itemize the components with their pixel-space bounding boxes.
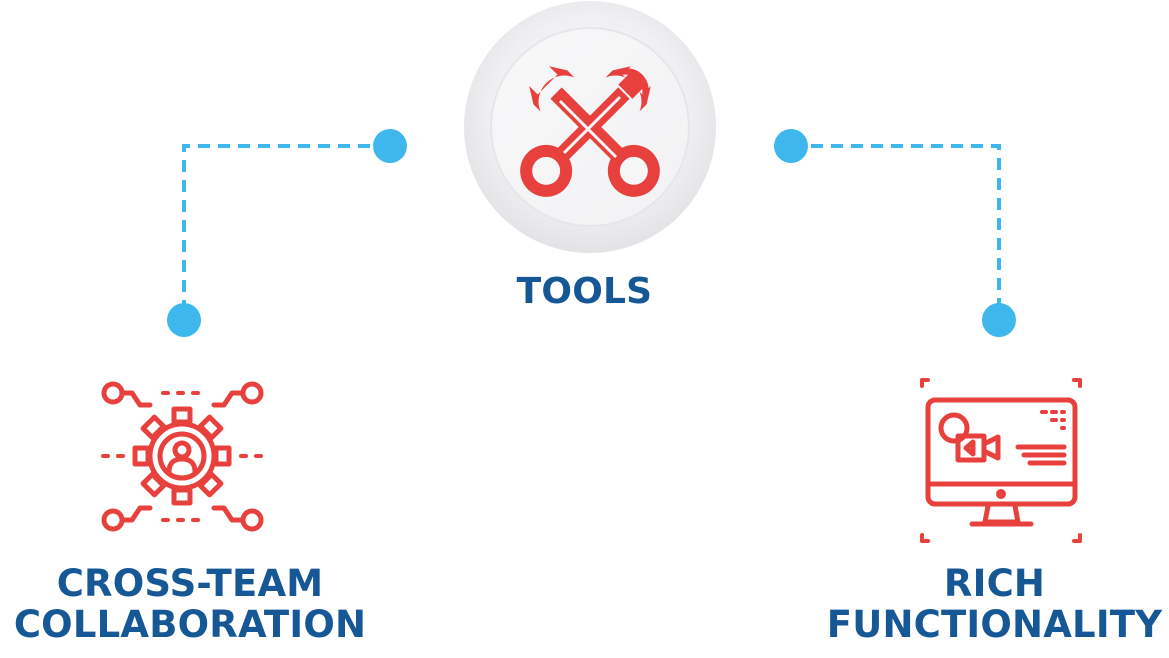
- crossed-wrenches-icon: [520, 66, 660, 197]
- right-connector: [774, 129, 1016, 337]
- tools-label: TOOLS: [0, 271, 1169, 312]
- rich-functionality-line1: RICH: [943, 562, 1046, 605]
- team-gear-icon: [101, 381, 264, 532]
- tools-title: TOOLS: [516, 271, 653, 312]
- rich-functionality-line2: FUNCTIONALITY: [826, 603, 1163, 647]
- cross-team-line1: CROSS-TEAM: [56, 562, 324, 605]
- cross-team-collaboration-label: CROSS-TEAM COLLABORATION: [0, 563, 380, 646]
- right-connector-start-dot: [982, 303, 1016, 337]
- left-connector-start-dot: [167, 303, 201, 337]
- monitor-video-icon: [920, 378, 1082, 543]
- left-connector-end-dot: [373, 129, 407, 163]
- cross-team-line2: COLLABORATION: [13, 603, 367, 647]
- right-connector-end-dot: [774, 129, 808, 163]
- left-connector: [167, 129, 407, 337]
- rich-functionality-label: RICH FUNCTIONALITY: [820, 563, 1169, 646]
